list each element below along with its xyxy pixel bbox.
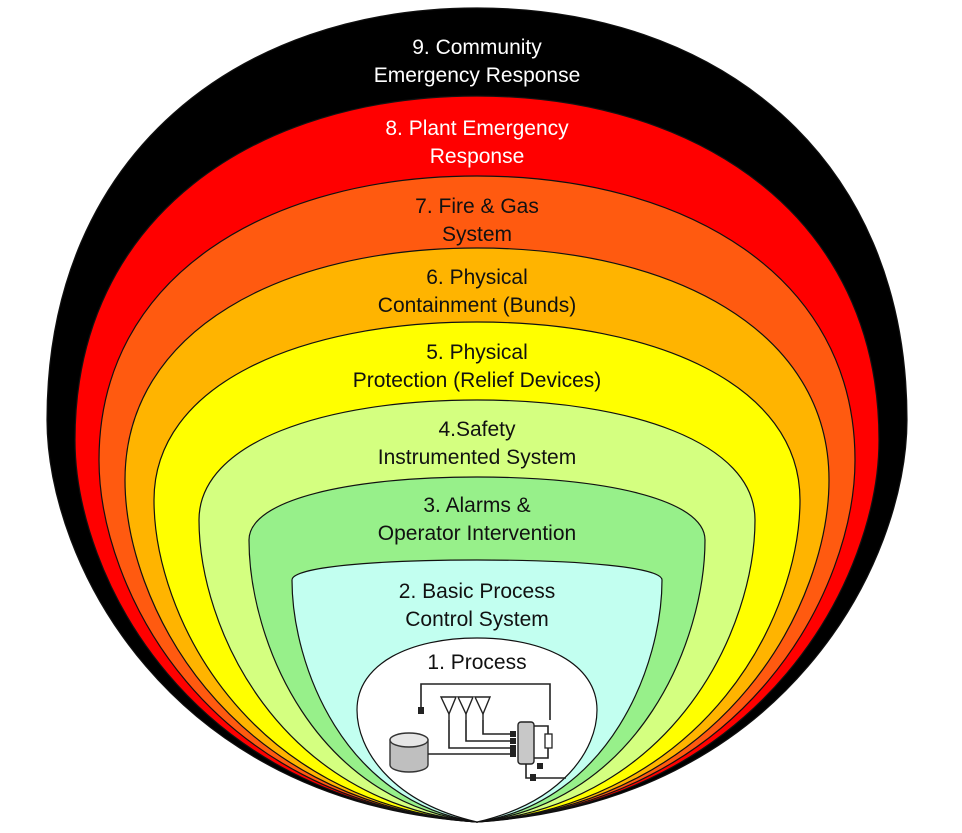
layer-9-label-line-2: Emergency Response	[374, 64, 581, 87]
layer-3-label-line-1: 3. Alarms &	[423, 494, 530, 517]
layer-2-label-line-1: 2. Basic Process	[399, 580, 555, 603]
layer-3-label-line-2: Operator Intervention	[378, 522, 576, 545]
layer-4-label-line-1: 4.Safety	[438, 418, 516, 441]
layer-8-label-line-2: Response	[430, 145, 525, 168]
layer-7-label-line-2: System	[442, 223, 512, 246]
layer-4-label-line-2: Instrumented System	[378, 446, 576, 469]
layer-9-label-line-1: 9. Community	[412, 36, 542, 59]
layer-1-label-line-1: 1. Process	[427, 651, 526, 674]
storage-tank-icon	[389, 732, 429, 773]
layer-8-label-line-1: 8. Plant Emergency	[385, 117, 569, 140]
layer-7-label-line-1: 7. Fire & Gas	[415, 195, 539, 218]
layer-6-label-line-1: 6. Physical	[426, 266, 528, 289]
hopper-icons	[439, 696, 492, 720]
layer-5-label-line-2: Protection (Relief Devices)	[353, 369, 602, 392]
layer-5-label-line-1: 5. Physical	[426, 341, 528, 364]
reactor-column-icon	[517, 721, 535, 765]
process-plant-schematic-icon	[389, 683, 566, 781]
layer-2-label-line-2: Control System	[405, 608, 549, 631]
layer-6-label-line-2: Containment (Bunds)	[378, 294, 576, 317]
layer-shapes	[46, 7, 908, 823]
